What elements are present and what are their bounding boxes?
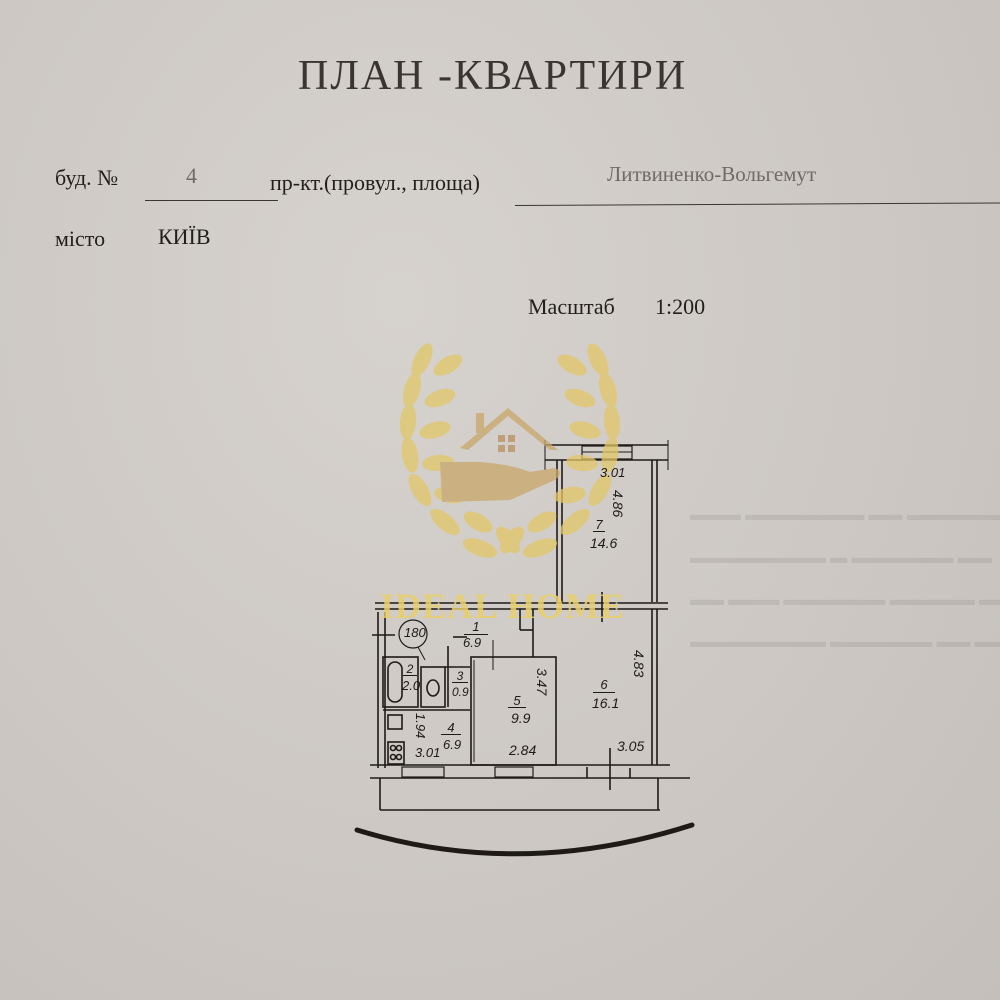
room-2-area: 2.0: [402, 678, 421, 693]
building-number-underline: [145, 200, 278, 201]
show-through-text: ▬▬ ▬▬▬ ▬▬▬▬▬▬ ▬▬▬▬▬ ▬▬: [690, 590, 1000, 609]
room-6-number: 6: [593, 678, 615, 693]
show-through-text: ▬▬▬▬▬▬▬▬ ▬▬▬▬▬▬ ▬▬ ▬▬▬▬▬: [690, 632, 1000, 651]
show-through-text: ▬▬▬ ▬▬▬▬▬▬▬ ▬▬ ▬▬▬▬▬▬▬▬▬: [690, 505, 1000, 524]
show-through-text: ▬▬▬▬▬▬▬▬ ▬ ▬▬▬▬▬▬ ▬▬: [690, 548, 992, 567]
building-number: 4: [186, 163, 197, 188]
kitchen-width: 3.01: [415, 745, 441, 760]
room-5-length: 3.47: [534, 668, 550, 696]
room-3-number: 3: [452, 670, 468, 683]
city-name: КИЇВ: [158, 224, 211, 249]
room-3-area: 0.9: [452, 685, 469, 699]
room-5-width: 2.84: [509, 742, 537, 758]
room-5-area: 9.9: [511, 710, 531, 726]
scale-label: Масштаб: [528, 294, 615, 319]
room-7-area: 14.6: [590, 535, 618, 551]
room-6-area: 16.1: [592, 695, 620, 711]
room-1-number: 1: [464, 620, 488, 635]
room-7-width: 3.01: [600, 465, 626, 480]
scale-value: 1:200: [655, 294, 706, 319]
room-4-number: 4: [441, 721, 461, 735]
watermark-brand: IDEAL HOME: [380, 586, 626, 626]
room-7-length: 4.86: [610, 490, 626, 518]
room-1-area: 6.9: [463, 635, 482, 650]
house-in-hand-laurel-icon: [399, 343, 621, 558]
circle-mark: 180: [404, 625, 426, 640]
room-6-length: 4.83: [631, 650, 647, 678]
room-4-area: 6.9: [443, 737, 462, 752]
city-label: місто: [55, 226, 106, 251]
room-2-number: 2: [403, 663, 417, 676]
street-name: Литвиненко-Вольгемут: [607, 162, 817, 186]
kitchen-length: 1.94: [413, 713, 428, 739]
room-5-number: 5: [508, 694, 526, 708]
room-7-number: 7: [593, 518, 605, 532]
room-6-width: 3.05: [617, 738, 645, 754]
building-label: буд. №: [55, 165, 119, 190]
document-title: ПЛАН -КВАРТИРИ: [298, 53, 688, 99]
street-type-label: пр-кт.(провул., площа): [270, 170, 480, 195]
